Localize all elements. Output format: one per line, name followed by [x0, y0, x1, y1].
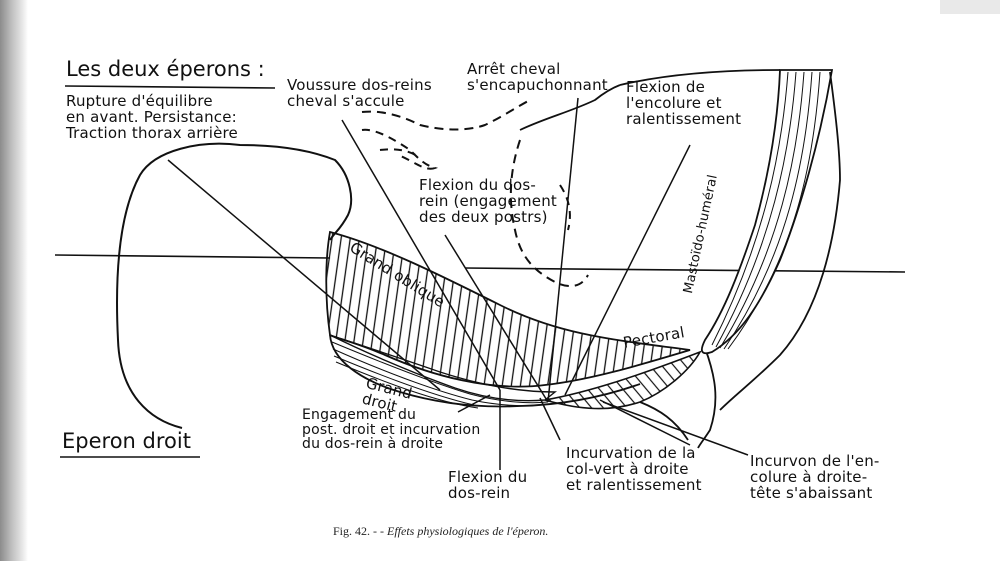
reference-line-left	[54, 254, 331, 259]
hindquarter-outline	[116, 142, 353, 429]
diagram-title: Les deux éperons :	[66, 57, 265, 81]
mastoido-humeral-muscle	[700, 69, 834, 355]
back-contour	[519, 84, 621, 131]
figure-caption: Fig. 42. - - Effets physiologiques de l'…	[333, 524, 548, 539]
dashed-arched-back	[361, 99, 531, 131]
figure-caption-text: - - Effets physiologiques de l'éperon.	[370, 524, 549, 538]
eperon-droit-label: Eperon droit	[62, 429, 191, 453]
flexion-encolure-label: Flexion de l'encolure et ralentissement	[626, 78, 742, 128]
rupture-label: Rupture d'équilibre en avant. Persistanc…	[66, 92, 238, 142]
flexion-dos-label: Flexion du dos- rein (engagement des deu…	[419, 176, 557, 226]
title-underline	[64, 85, 276, 89]
reference-line-right	[464, 267, 906, 273]
foreleg-outline	[639, 401, 689, 441]
page-edge	[940, 0, 1000, 14]
pointer-lines	[167, 97, 749, 470]
engagement-label: Engagement du post. droit et incurvation…	[302, 407, 481, 453]
book-spine-shadow	[0, 0, 28, 561]
neck-outline	[719, 71, 841, 411]
pectoral-muscle	[544, 350, 702, 410]
chest-outline	[697, 347, 717, 449]
flexion-dos-rein-label: Flexion du dos-rein	[448, 468, 528, 502]
arret-label: Arrêt cheval s'encapuchonnant	[467, 60, 608, 94]
back-outline	[619, 69, 781, 86]
incurvation-label: Incurvation de la col-vert à droite et r…	[566, 444, 702, 494]
incurv-encolure-label: Incurvon de l'en- colure à droite- tête …	[750, 452, 880, 502]
figure-number: Fig. 42.	[333, 524, 371, 538]
voussure-label: Voussure dos-reins cheval s'accule	[287, 76, 432, 110]
